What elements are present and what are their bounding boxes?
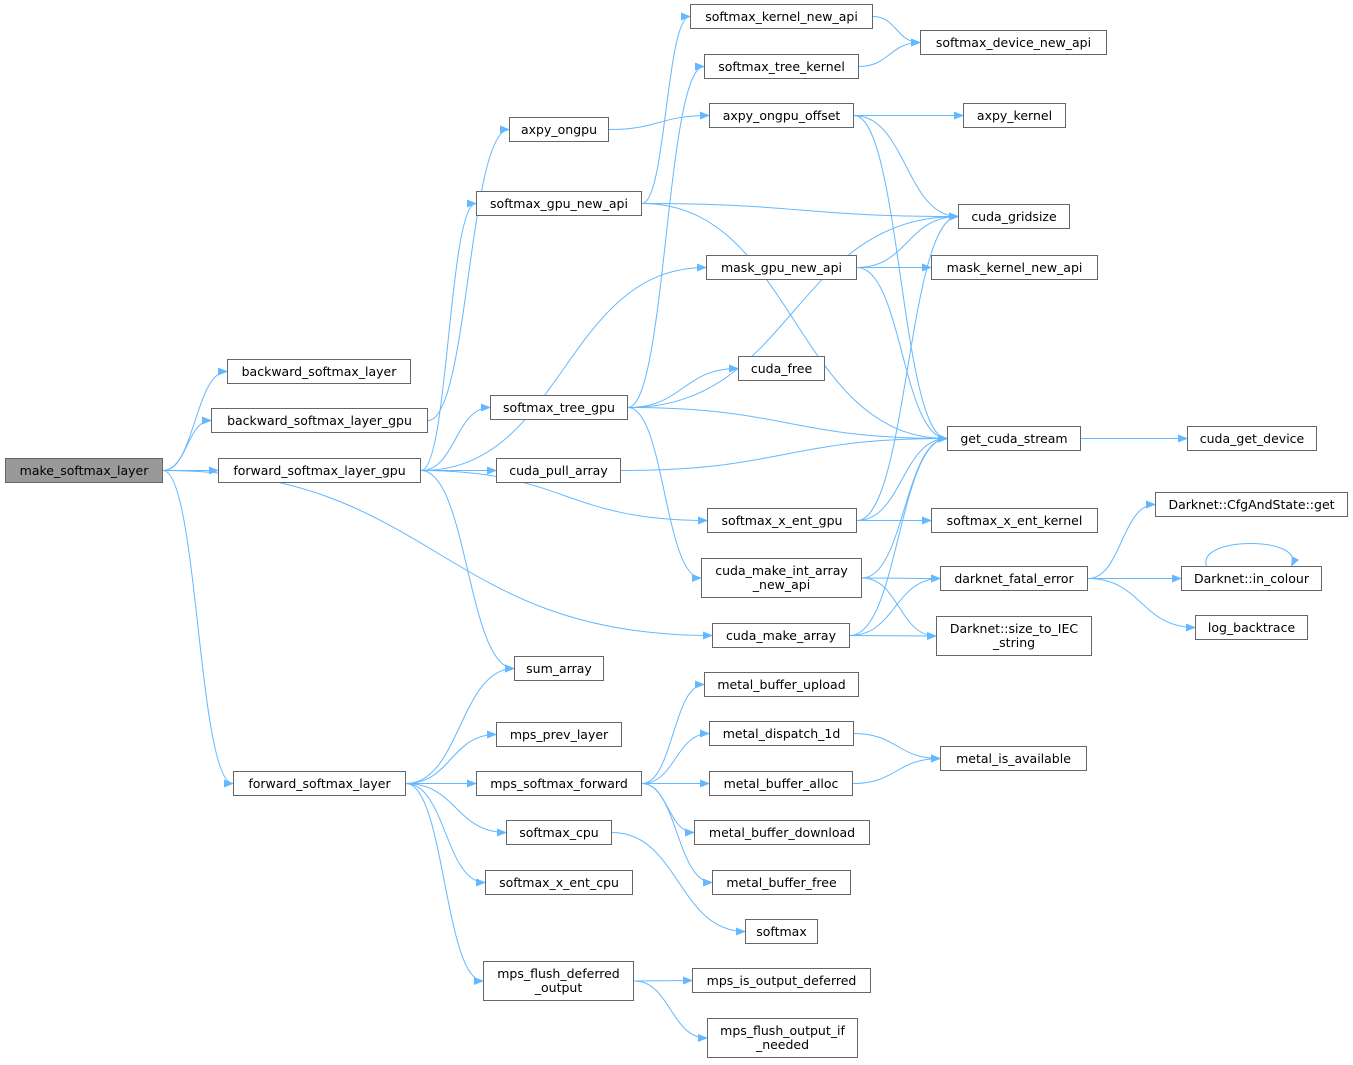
edge-mask-gpu-new-api-to-cuda-gridsize: [856, 212, 959, 268]
edge-axpy-ongpu-offset-to-cuda-gridsize: [853, 115, 959, 221]
edge-cuda-make-array-to-get-cuda-stream: [849, 434, 948, 636]
edge-forward-softmax-layer-to-mps-flush-deferred-output: [405, 783, 484, 985]
node-cuda-free[interactable]: cuda_free: [738, 356, 825, 381]
edge-cuda-make-array-to-size-to-IEC-string: [849, 631, 937, 640]
edge-forward-softmax-layer-to-softmax-x-ent-cpu: [405, 783, 486, 887]
node-metal-buffer-alloc[interactable]: metal_buffer_alloc: [709, 771, 853, 796]
node-forward-softmax-layer-gpu[interactable]: forward_softmax_layer_gpu: [218, 458, 421, 483]
node-mps-prev-layer[interactable]: mps_prev_layer: [496, 722, 622, 747]
node-softmax-tree-gpu[interactable]: softmax_tree_gpu: [490, 395, 628, 420]
node-darknet-fatal-error[interactable]: darknet_fatal_error: [940, 566, 1088, 591]
node-size-to-IEC-string[interactable]: Darknet::size_to_IEC _string: [936, 616, 1092, 656]
node-mps-is-output-deferred[interactable]: mps_is_output_deferred: [692, 968, 871, 993]
node-cuda-make-array[interactable]: cuda_make_array: [712, 623, 850, 648]
edge-softmax-gpu-new-api-to-cuda-gridsize: [641, 203, 959, 221]
node-in-colour[interactable]: Darknet::in_colour: [1181, 566, 1322, 591]
node-metal-is-available[interactable]: metal_is_available: [940, 746, 1087, 771]
edge-darknet-fatal-error-to-log-backtrace: [1087, 578, 1196, 632]
edge-metal-buffer-alloc-to-metal-is-available: [852, 754, 941, 784]
node-mps-flush-deferred-output[interactable]: mps_flush_deferred _output: [483, 961, 634, 1001]
node-cuda-make-int-array-new-api[interactable]: cuda_make_int_array _new_api: [701, 558, 862, 598]
edge-softmax-cpu-to-softmax: [611, 832, 746, 936]
edge-softmax-x-ent-gpu-to-cuda-gridsize: [856, 212, 959, 521]
node-axpy-kernel[interactable]: axpy_kernel: [963, 103, 1066, 128]
edge-softmax-gpu-new-api-to-softmax-kernel-new-api: [641, 12, 691, 204]
edge-forward-softmax-layer-gpu-to-softmax-tree-gpu: [420, 403, 491, 471]
edge-cuda-make-int-array-new-api-to-size-to-IEC-string: [861, 577, 937, 640]
edge-metal-dispatch-1d-to-metal-is-available: [853, 733, 941, 763]
edge-darknet-fatal-error-to-cfgandstate-get: [1087, 500, 1156, 579]
edge-mps-flush-deferred-output-to-mps-is-output-deferred: [633, 976, 693, 985]
node-mask-gpu-new-api[interactable]: mask_gpu_new_api: [706, 255, 857, 280]
node-backward-softmax-layer[interactable]: backward_softmax_layer: [227, 359, 411, 384]
edge-mps-softmax-forward-to-metal-dispatch-1d: [641, 729, 710, 784]
edge-softmax-tree-kernel-to-softmax-device-new-api: [858, 38, 921, 67]
node-softmax-x-ent-cpu[interactable]: softmax_x_ent_cpu: [485, 870, 633, 895]
node-axpy-ongpu[interactable]: axpy_ongpu: [509, 117, 609, 142]
node-cuda-gridsize[interactable]: cuda_gridsize: [958, 204, 1070, 229]
node-softmax-device-new-api[interactable]: softmax_device_new_api: [920, 30, 1107, 55]
node-softmax-x-ent-gpu[interactable]: softmax_x_ent_gpu: [707, 508, 857, 533]
node-log-backtrace[interactable]: log_backtrace: [1195, 615, 1308, 640]
edge-forward-softmax-layer-gpu-to-sum-array: [420, 470, 515, 673]
edge-softmax-x-ent-gpu-to-get-cuda-stream: [856, 434, 948, 521]
edge-cuda-make-array-to-darknet-fatal-error: [849, 574, 941, 636]
node-mps-flush-output-if-needed[interactable]: mps_flush_output_if _needed: [707, 1018, 858, 1058]
edge-forward-softmax-layer-to-mps-prev-layer: [405, 730, 497, 784]
edge-forward-softmax-layer-to-softmax-cpu: [405, 783, 507, 837]
edge-mps-softmax-forward-to-metal-buffer-upload: [641, 680, 705, 784]
edge-forward-softmax-layer-gpu-to-mask-gpu-new-api: [420, 263, 707, 471]
node-forward-softmax-layer[interactable]: forward_softmax_layer: [233, 771, 406, 796]
node-softmax-x-ent-kernel[interactable]: softmax_x_ent_kernel: [931, 508, 1098, 533]
edge-make-softmax-layer-to-forward-softmax-layer: [162, 470, 234, 788]
node-get-cuda-stream[interactable]: get_cuda_stream: [947, 426, 1081, 451]
edge-mask-gpu-new-api-to-get-cuda-stream: [856, 267, 948, 443]
edge-softmax-tree-gpu-to-get-cuda-stream: [627, 407, 948, 443]
node-axpy-ongpu-offset[interactable]: axpy_ongpu_offset: [709, 103, 854, 128]
edge-softmax-tree-gpu-to-softmax-tree-kernel: [627, 62, 705, 408]
node-backward-softmax-layer-gpu[interactable]: backward_softmax_layer_gpu: [211, 408, 428, 433]
edge-forward-softmax-layer-to-sum-array: [405, 664, 515, 784]
edge-mps-softmax-forward-to-metal-buffer-download: [641, 783, 695, 837]
edge-forward-softmax-layer-gpu-to-softmax-gpu-new-api: [420, 199, 477, 471]
edge-make-softmax-layer-to-cuda-make-array: [162, 470, 713, 640]
node-make-softmax-layer[interactable]: make_softmax_layer: [5, 458, 163, 483]
edge-backward-softmax-layer-gpu-to-axpy-ongpu: [427, 125, 510, 421]
node-cuda-pull-array[interactable]: cuda_pull_array: [496, 458, 621, 483]
edge-softmax-tree-gpu-to-cuda-gridsize: [627, 212, 959, 408]
edge-make-softmax-layer-to-backward-softmax-layer-gpu: [162, 416, 212, 471]
node-metal-buffer-free[interactable]: metal_buffer_free: [712, 870, 851, 895]
edge-softmax-tree-gpu-to-cuda-free: [627, 364, 739, 408]
node-metal-dispatch-1d[interactable]: metal_dispatch_1d: [709, 721, 854, 746]
node-mps-softmax-forward[interactable]: mps_softmax_forward: [476, 771, 642, 796]
edge-in-colour-to-in-colour: [1205, 543, 1300, 567]
node-softmax-tree-kernel[interactable]: softmax_tree_kernel: [704, 54, 859, 79]
node-cfgandstate-get[interactable]: Darknet::CfgAndState::get: [1155, 492, 1348, 517]
edge-forward-softmax-layer-gpu-to-softmax-x-ent-gpu: [420, 470, 708, 525]
edge-softmax-kernel-new-api-to-softmax-device-new-api: [872, 16, 921, 47]
edge-cuda-pull-array-to-get-cuda-stream: [620, 434, 948, 471]
node-sum-array[interactable]: sum_array: [514, 656, 604, 681]
node-softmax-kernel-new-api[interactable]: softmax_kernel_new_api: [690, 4, 873, 29]
node-mask-kernel-new-api[interactable]: mask_kernel_new_api: [931, 255, 1098, 280]
edge-softmax-tree-gpu-to-cuda-make-int-array-new-api: [627, 407, 702, 582]
node-metal-buffer-download[interactable]: metal_buffer_download: [694, 820, 870, 845]
node-softmax-gpu-new-api[interactable]: softmax_gpu_new_api: [476, 191, 642, 216]
node-metal-buffer-upload[interactable]: metal_buffer_upload: [704, 672, 859, 697]
edge-mps-softmax-forward-to-metal-buffer-free: [641, 783, 713, 887]
edge-axpy-ongpu-to-axpy-ongpu-offset: [608, 111, 710, 130]
edge-softmax-gpu-new-api-to-get-cuda-stream: [641, 203, 948, 443]
node-cuda-get-device[interactable]: cuda_get_device: [1187, 426, 1317, 451]
edge-axpy-ongpu-offset-to-get-cuda-stream: [853, 115, 948, 443]
node-softmax-cpu[interactable]: softmax_cpu: [506, 820, 612, 845]
edge-mps-flush-deferred-output-to-mps-flush-output-if-needed: [633, 980, 708, 1042]
node-softmax[interactable]: softmax: [745, 919, 818, 944]
edge-cuda-make-int-array-new-api-to-darknet-fatal-error: [861, 574, 941, 583]
